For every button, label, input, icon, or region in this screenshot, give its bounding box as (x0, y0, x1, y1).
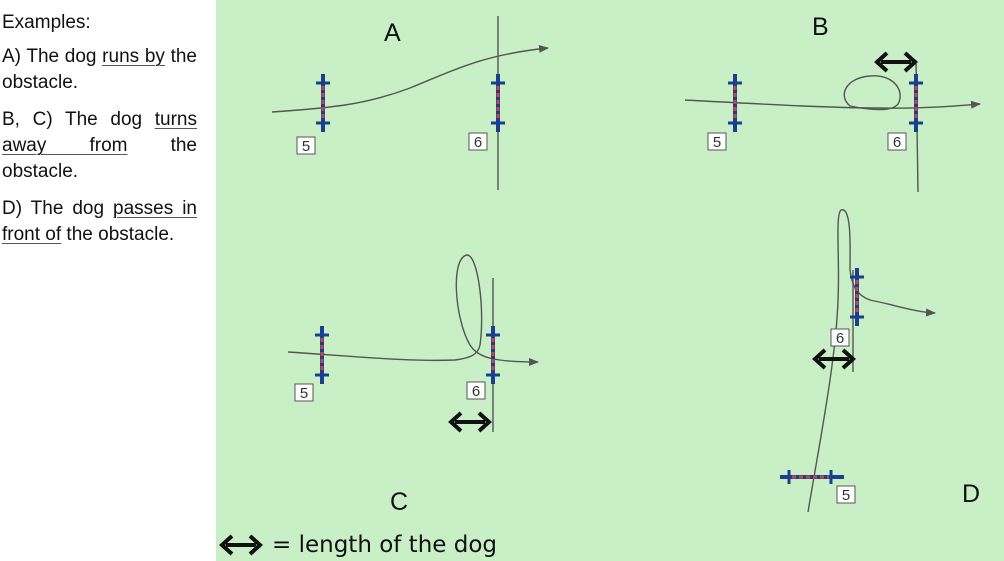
example-bc-term: turns away from (2, 109, 197, 156)
panel-d-letter: D (962, 480, 980, 508)
obstacle-5-number: 5 (300, 385, 308, 402)
obstacle-6-box (830, 328, 850, 347)
obstacle-6-box (468, 132, 488, 151)
legend: = length of the dog (218, 530, 497, 560)
obstacle-5-number: 5 (713, 134, 721, 151)
dog-length-arrow-icon (875, 51, 917, 73)
examples-text: Examples: A) The dog runs by the obstacl… (2, 10, 197, 259)
example-bc: B, C) The dog turns away from the obstac… (2, 107, 197, 185)
dog-path (287, 254, 539, 366)
obstacle-5-box (294, 383, 314, 402)
obstacle-5-jump (314, 72, 332, 134)
dog-path (271, 44, 549, 113)
panel-c: C 5 6 (287, 254, 539, 516)
obstacle-6-number: 6 (893, 134, 901, 151)
example-d: D) The dog passes in front of the obstac… (2, 196, 197, 248)
panel-b-letter: B (812, 13, 829, 41)
example-d-prefix: D) The dog (2, 198, 114, 219)
obstacle-6-box (466, 381, 486, 400)
dog-path (807, 209, 936, 513)
obstacle-6-jump (489, 72, 507, 134)
obstacle-5-number: 5 (842, 487, 850, 504)
dog-length-arrow-icon (449, 411, 491, 433)
obstacle-5-box (836, 485, 856, 504)
example-a: A) The dog runs by the obstacle. (2, 44, 197, 96)
obstacle-6-number: 6 (836, 330, 844, 347)
double-arrow-icon (219, 534, 263, 556)
panel-d: D 6 5 (778, 209, 980, 513)
example-d-term: passes in front of (2, 198, 197, 245)
panel-a: A 5 6 (271, 16, 549, 190)
diagram-panel (216, 0, 1004, 561)
obstacle-5-box (296, 136, 316, 155)
obstacle-6-jump (848, 266, 866, 328)
example-d-suffix: the obstacle. (61, 224, 175, 245)
example-bc-prefix: B, C) The dog (2, 109, 155, 130)
obstacle-6-number: 6 (472, 383, 480, 400)
example-a-prefix: A) The dog (2, 46, 103, 67)
obstacle-6-number: 6 (474, 134, 482, 151)
obstacle-6-box (887, 132, 907, 151)
example-a-term: runs by (102, 46, 165, 67)
dog-path (684, 99, 981, 109)
panel-a-letter: A (384, 19, 401, 47)
panel-c-letter: C (390, 488, 408, 516)
example-a-suffix: the obstacle. (2, 46, 197, 93)
example-bc-suffix: the obstacle. (2, 135, 197, 182)
obstacle-6-jump (484, 324, 502, 386)
panel-b: B 5 6 (684, 13, 981, 193)
obstacle-6-jump (907, 72, 925, 134)
obstacle-5-jump (778, 468, 846, 486)
obstacle-5-box (707, 132, 727, 151)
legend-text: = length of the dog (272, 532, 498, 558)
obstacle-5-number: 5 (302, 138, 310, 155)
examples-heading: Examples: (2, 12, 91, 33)
dog-turn-loop (843, 75, 901, 111)
